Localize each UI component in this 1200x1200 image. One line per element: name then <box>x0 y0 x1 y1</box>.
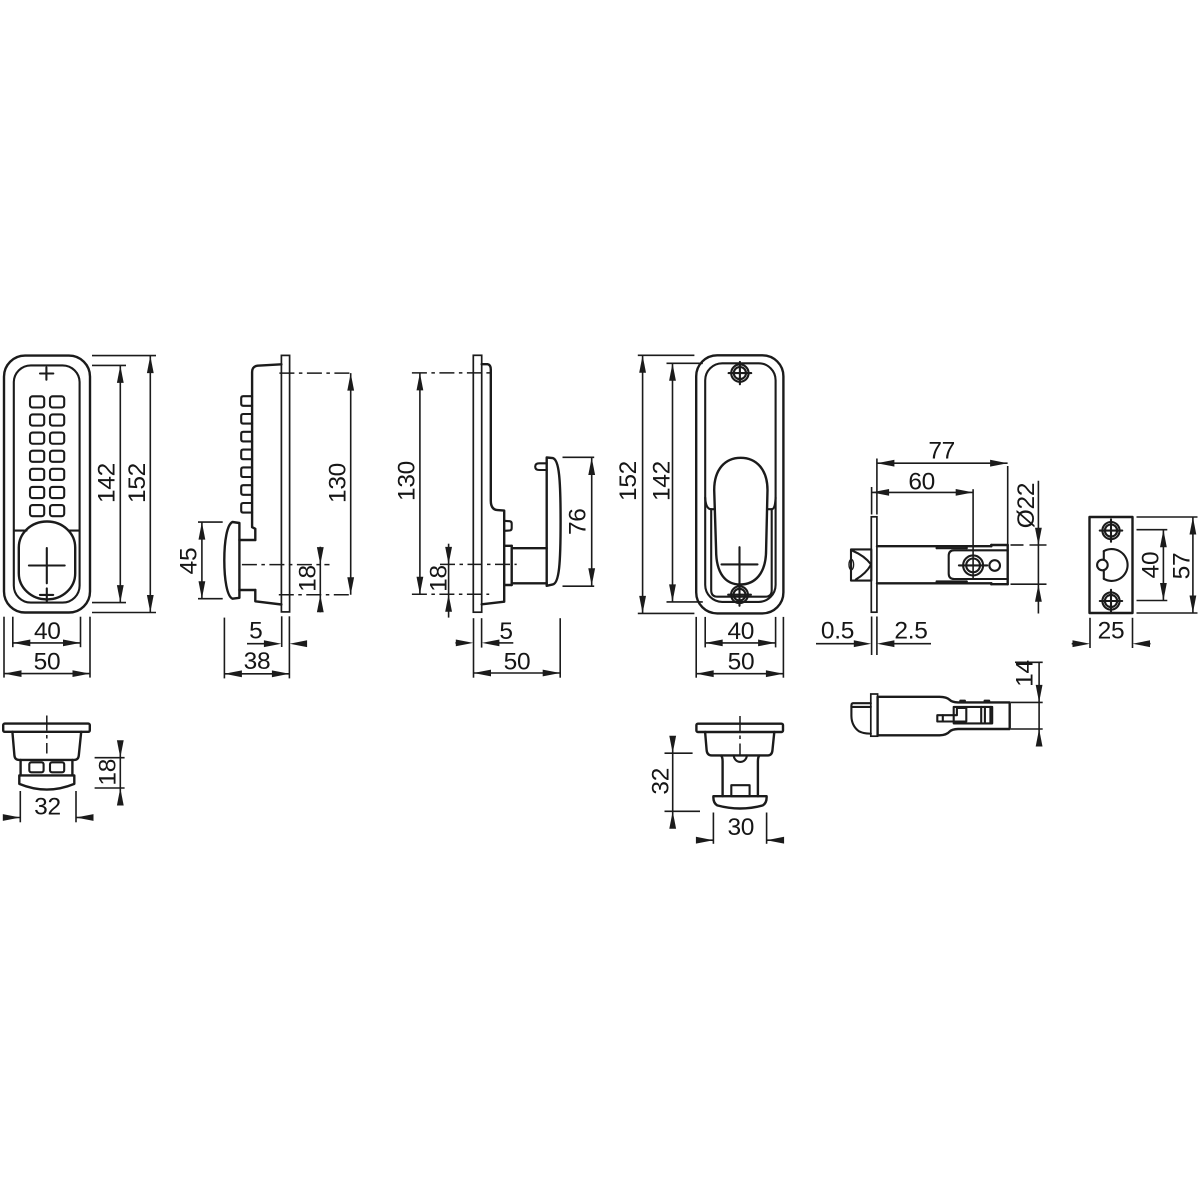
svg-text:50: 50 <box>34 649 61 676</box>
svg-text:142: 142 <box>649 461 676 501</box>
svg-text:142: 142 <box>94 463 121 503</box>
svg-text:18: 18 <box>95 759 122 786</box>
svg-text:30: 30 <box>727 814 754 841</box>
svg-text:50: 50 <box>504 649 531 676</box>
svg-text:40: 40 <box>727 618 754 645</box>
svg-text:5: 5 <box>249 618 262 645</box>
svg-text:130: 130 <box>394 461 421 501</box>
svg-text:57: 57 <box>1169 553 1196 580</box>
svg-text:40: 40 <box>1138 552 1165 579</box>
svg-text:2.5: 2.5 <box>894 618 927 645</box>
svg-text:18: 18 <box>295 565 322 592</box>
svg-text:18: 18 <box>426 565 453 592</box>
svg-text:32: 32 <box>34 794 61 821</box>
svg-text:5: 5 <box>499 618 512 645</box>
svg-text:60: 60 <box>908 468 935 495</box>
svg-text:50: 50 <box>728 649 755 676</box>
svg-text:38: 38 <box>244 648 271 675</box>
svg-text:152: 152 <box>124 463 151 503</box>
svg-text:0.5: 0.5 <box>821 618 854 645</box>
svg-text:45: 45 <box>175 548 202 575</box>
svg-text:152: 152 <box>615 461 642 501</box>
svg-text:25: 25 <box>1098 618 1125 645</box>
svg-text:130: 130 <box>325 463 352 503</box>
svg-text:32: 32 <box>648 768 675 795</box>
svg-text:Ø22: Ø22 <box>1013 483 1040 528</box>
svg-text:76: 76 <box>564 508 591 535</box>
svg-text:40: 40 <box>34 618 61 645</box>
svg-text:77: 77 <box>928 438 955 465</box>
svg-text:14: 14 <box>1012 660 1039 687</box>
